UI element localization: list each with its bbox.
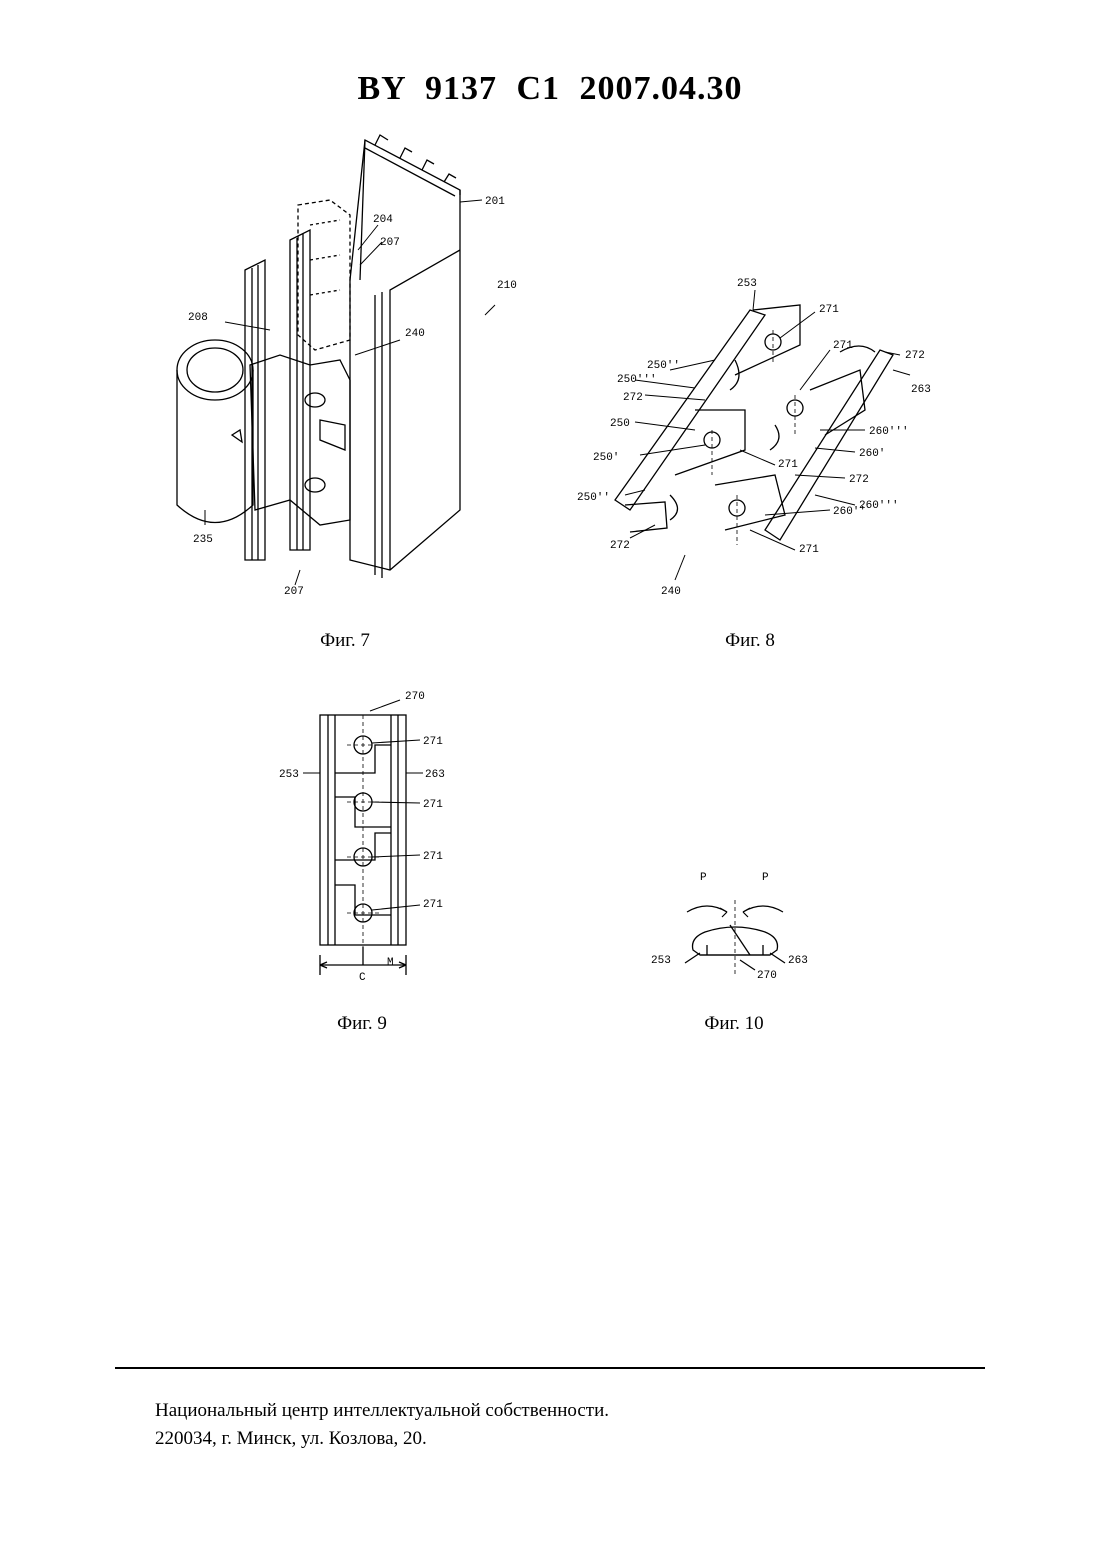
label-253: 253 [737,278,757,290]
label-272-c: 272 [610,540,630,552]
figure-8-drawing: 253 271 271 272 263 250'' 250''' 272 250… [575,270,945,605]
label-272-d: 272 [849,474,869,486]
footer: Национальный центр интеллектуальной собс… [155,1397,609,1453]
label-253: 253 [279,769,299,781]
label-C: C [359,972,366,984]
label-263: 263 [425,769,445,781]
label-240: 240 [405,328,425,340]
label-250-double-prime-b: 250'' [577,492,610,504]
label-253: 253 [651,955,671,967]
figure-9-drawing: 270 253 263 271 271 271 271 M C [275,685,475,985]
figure-10-drawing: P P 253 263 270 [645,860,845,990]
label-204: 204 [373,214,393,226]
label-260-triple-prime-b: 260''' [859,500,899,512]
label-207-top: 207 [380,237,400,249]
label-263: 263 [911,384,931,396]
document-header: BY 9137 C1 2007.04.30 [0,70,1100,108]
label-263: 263 [788,955,808,967]
footer-address: 220034, г. Минск, ул. Козлова, 20. [155,1425,609,1453]
label-260-triple-prime: 260''' [869,426,909,438]
label-270: 270 [757,970,777,982]
label-271-2: 271 [423,799,443,811]
figure-7-caption: Фиг. 7 [245,630,445,652]
label-250-triple-prime: 250''' [617,374,657,386]
label-271-c: 271 [778,459,798,471]
label-201: 201 [485,196,505,208]
label-272-b: 272 [623,392,643,404]
label-271-b: 271 [833,340,853,352]
label-208: 208 [188,312,208,324]
label-M: M [387,957,394,969]
label-271-d: 271 [799,544,819,556]
label-235: 235 [193,534,213,546]
label-210: 210 [497,280,517,292]
label-P-left: P [700,872,707,884]
label-272-a: 272 [905,350,925,362]
label-207-bottom: 207 [284,586,304,598]
figure-8-caption: Фиг. 8 [650,630,850,652]
figure-10-caption: Фиг. 10 [634,1013,834,1035]
footer-divider [115,1367,985,1369]
label-250: 250 [610,418,630,430]
figure-9-caption: Фиг. 9 [262,1013,462,1035]
label-271-1: 271 [423,736,443,748]
label-270: 270 [405,691,425,703]
label-271-a: 271 [819,304,839,316]
label-240: 240 [661,586,681,598]
footer-organization: Национальный центр интеллектуальной собс… [155,1397,609,1425]
label-250-prime: 250' [593,452,619,464]
label-P-right: P [762,872,769,884]
figure-7-drawing: 201 204 207 210 208 240 235 207 [160,130,540,610]
label-250-double-prime: 250'' [647,360,680,372]
label-271-4: 271 [423,899,443,911]
label-260-prime: 260' [859,448,885,460]
label-271-3: 271 [423,851,443,863]
